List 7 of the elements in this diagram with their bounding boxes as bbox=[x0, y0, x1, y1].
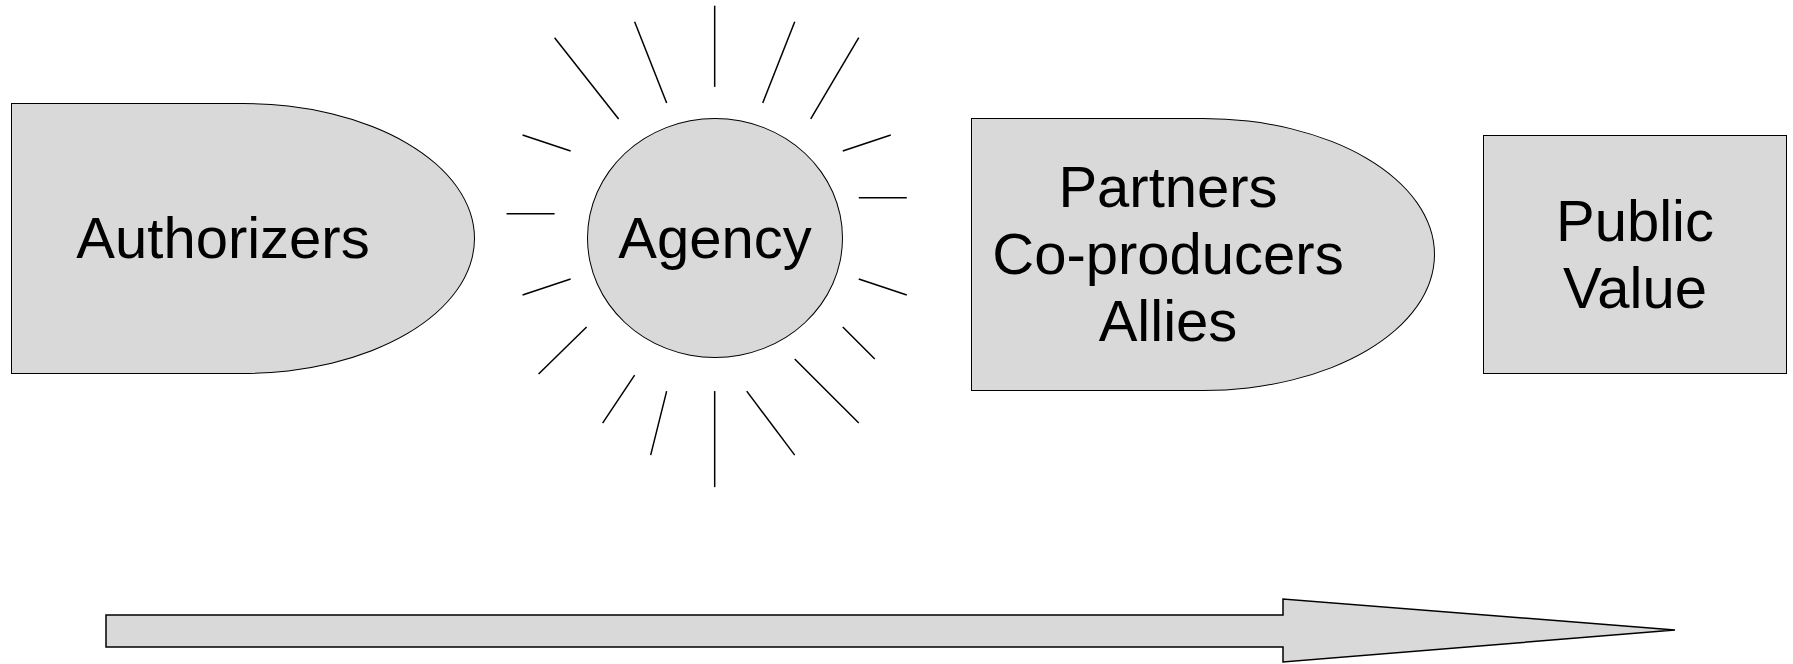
box bbox=[1483, 135, 1787, 374]
node-label: Partners Co-producers Allies bbox=[992, 154, 1344, 355]
rounded-box bbox=[971, 118, 1435, 391]
rounded-box bbox=[11, 103, 475, 374]
node-label: Authorizers bbox=[76, 205, 370, 272]
node-label: Agency bbox=[618, 204, 812, 272]
node-label: Public Value bbox=[1556, 187, 1714, 322]
